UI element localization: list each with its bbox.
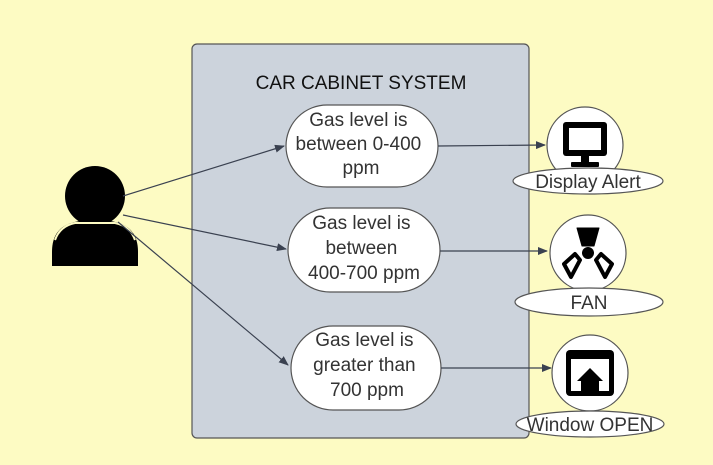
usecase-gas-0-400: Gas level is between 0-400 ppm [285,104,439,188]
actor-to-usecase-2-connector [122,214,287,252]
usecase-line: between [325,238,397,259]
output-label: Window OPEN [527,415,654,436]
svg-text:Gas level is between 0-4: Gas level is between 0-400 ppm [296,110,427,179]
usecase-line: between 0-400 [296,134,422,155]
actor-to-usecase-1-connector [122,144,285,197]
output-fan: FAN [514,214,664,317]
usecase-line: greater than [313,355,415,376]
usecase-line: Gas level is [309,110,407,131]
usecase-line: 400-700 ppm [308,263,420,284]
svg-text:Gas level is between: Gas level is between 400-700 ppm [308,213,420,284]
usecase-line: ppm [343,158,380,179]
window-open-icon [566,350,614,396]
svg-text:Gas level is greater tha: Gas level is greater than 700 ppm [313,330,421,401]
usecase-line: Gas level is [312,213,410,234]
usecase-gas-400-700: Gas level is between 400-700 ppm [287,207,441,293]
fan-icon [562,227,614,279]
usecase-gas-over-700: Gas level is greater than 700 ppm [290,325,442,411]
output-display-alert: Display Alert [512,106,664,195]
output-window-open: Window OPEN [515,334,665,438]
actor-to-usecase-3-connector [117,221,289,366]
system-title: CAR CABINET SYSTEM [256,73,467,94]
output-label: Display Alert [535,172,641,193]
usecase-line: 700 ppm [330,380,404,401]
usecase-line: Gas level is [315,330,413,351]
usecase-1-to-display-connector [437,141,546,150]
output-label: FAN [571,293,608,314]
monitor-icon [563,122,607,167]
person-icon [52,166,138,266]
